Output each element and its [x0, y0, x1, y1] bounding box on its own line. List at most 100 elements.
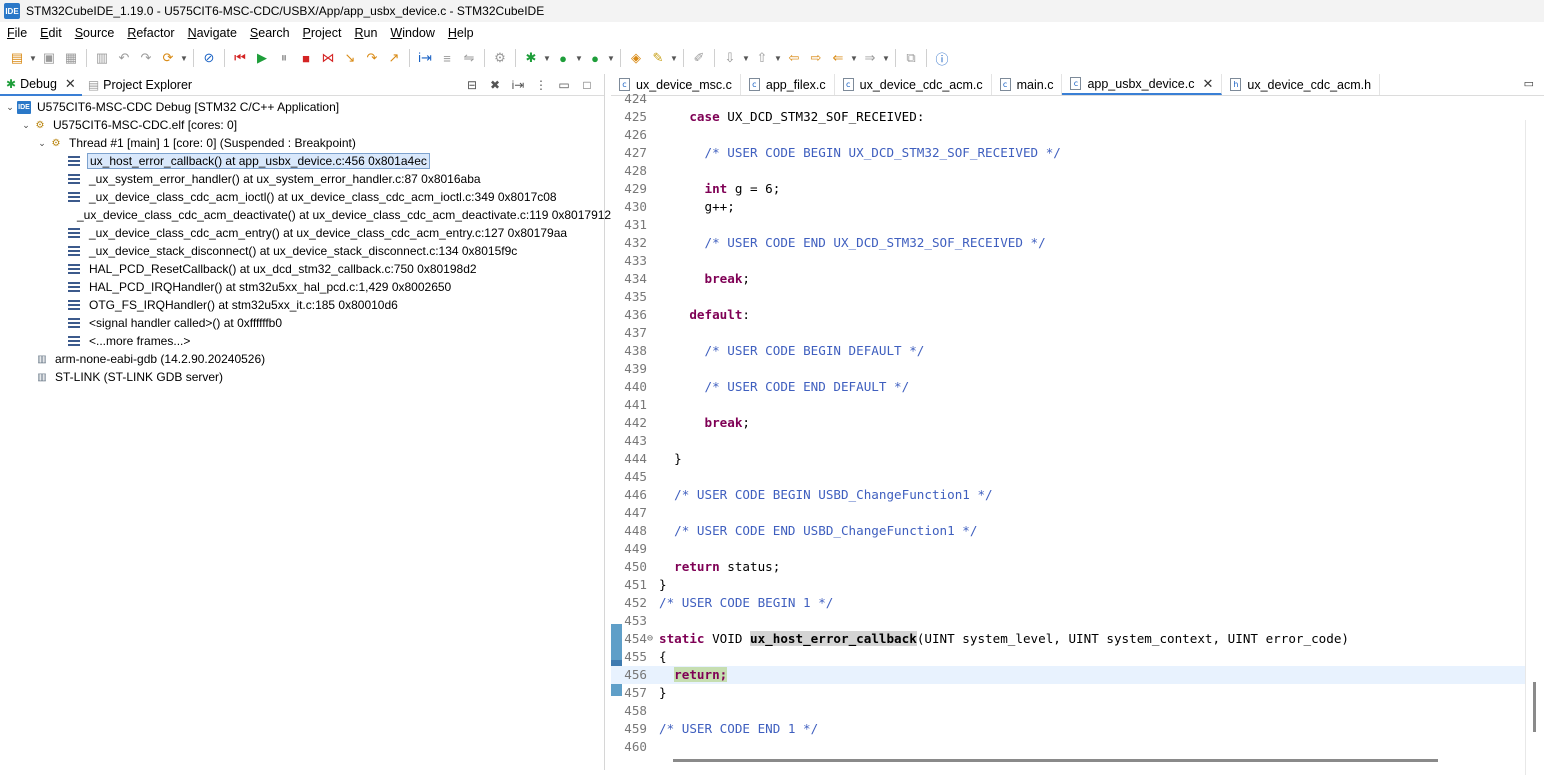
code-line[interactable]: 443 — [611, 432, 1526, 450]
build-icon[interactable]: ⟳ — [162, 50, 174, 65]
stack-frame-row[interactable]: _ux_device_class_cdc_acm_deactivate() at… — [0, 206, 611, 224]
tree-gdb[interactable]: ▥ arm-none-eabi-gdb (14.2.90.20240526) — [0, 350, 604, 368]
back-dropdown-icon[interactable]: ▼ — [850, 53, 858, 63]
code-line[interactable]: 424 — [611, 90, 1526, 108]
tab-app-filex[interactable]: c app_filex.c — [741, 74, 835, 95]
previous-annotation-dropdown-icon[interactable]: ▼ — [774, 53, 782, 63]
search-dropdown-icon[interactable]: ▼ — [670, 53, 678, 63]
terminate-icon[interactable]: ■ — [302, 50, 310, 66]
code-line[interactable]: 457} — [611, 684, 1526, 702]
tree-launch-config[interactable]: ⌄ IDE U575CIT6-MSC-CDC Debug [STM32 C/C+… — [0, 98, 604, 116]
stack-frame-row[interactable]: OTG_FS_IRQHandler() at stm32u5xx_it.c:18… — [0, 296, 604, 314]
code-line[interactable]: 425 case UX_DCD_STM32_SOF_RECEIVED: — [611, 108, 1526, 126]
menu-help[interactable]: Help — [447, 26, 474, 40]
code-line[interactable]: 432 /* USER CODE END UX_DCD_STM32_SOF_RE… — [611, 234, 1526, 252]
tab-ux-device-cdc-acm-c[interactable]: c ux_device_cdc_acm.c — [835, 74, 992, 95]
code-line[interactable]: 446 /* USER CODE BEGIN USBD_ChangeFuncti… — [611, 486, 1526, 504]
code-line[interactable]: 448 /* USER CODE END USBD_ChangeFunction… — [611, 522, 1526, 540]
stack-frame-row[interactable]: _ux_system_error_handler() at ux_system_… — [0, 170, 604, 188]
code-line[interactable]: 450 return status; — [611, 558, 1526, 576]
new-dropdown-icon[interactable]: ▼ — [29, 53, 37, 63]
code-line[interactable]: 454⊖static VOID ux_host_error_callback(U… — [611, 630, 1526, 648]
forward-edit-icon[interactable]: ⇨ — [810, 50, 822, 65]
previous-annotation-icon[interactable]: ⇧ — [756, 50, 768, 65]
step-over-icon[interactable]: ↷ — [366, 50, 378, 65]
minimize-icon[interactable]: ▭ — [1523, 78, 1534, 90]
menu-navigate[interactable]: Navigate — [187, 26, 237, 40]
stack-frame-row[interactable]: <signal handler called>() at 0xffffffb0 — [0, 314, 604, 332]
step-return-icon[interactable]: ↗ — [388, 50, 400, 65]
vertical-scrollbar[interactable] — [1533, 682, 1536, 732]
code-line[interactable]: 451} — [611, 576, 1526, 594]
search-icon[interactable]: ✎ — [652, 50, 664, 65]
code-line[interactable]: 453 — [611, 612, 1526, 630]
stack-frame-row[interactable]: HAL_PCD_ResetCallback() at ux_dcd_stm32_… — [0, 260, 604, 278]
code-line[interactable]: 459/* USER CODE END 1 */ — [611, 720, 1526, 738]
skip-breakpoints-icon[interactable]: ⊘ — [203, 50, 215, 65]
stack-frame-row[interactable]: HAL_PCD_IRQHandler() at stm32u5xx_hal_pc… — [0, 278, 604, 296]
code-line[interactable]: 436 default: — [611, 306, 1526, 324]
code-line[interactable]: 441 — [611, 396, 1526, 414]
resume-icon[interactable]: ▶ — [257, 50, 267, 65]
external-tools-icon[interactable]: ● — [591, 50, 599, 66]
instruction-step-mode-icon[interactable]: i⇥ — [511, 78, 525, 92]
fold-toggle-icon[interactable]: ⊖ — [647, 633, 654, 644]
expand-arrow-icon[interactable]: ⌄ — [6, 101, 14, 112]
code-line[interactable]: 428 — [611, 162, 1526, 180]
tree-thread[interactable]: ⌄ ⚙ Thread #1 [main] 1 [core: 0] (Suspen… — [0, 134, 604, 152]
save-all-icon[interactable]: ▦ — [64, 50, 78, 65]
view-menu-icon[interactable]: ⋮ — [535, 78, 547, 92]
code-line[interactable]: 455{ — [611, 648, 1526, 666]
code-line[interactable]: 458 — [611, 702, 1526, 720]
maximize-icon[interactable]: □ — [583, 78, 591, 92]
menu-refactor[interactable]: Refactor — [127, 26, 175, 40]
device-config-icon[interactable]: ⚙ — [494, 50, 506, 65]
debug-dropdown-icon[interactable]: ▼ — [543, 53, 551, 63]
code-line[interactable]: 434 break; — [611, 270, 1526, 288]
build-dropdown-icon[interactable]: ▼ — [180, 53, 188, 63]
code-line[interactable]: 431 — [611, 216, 1526, 234]
remove-terminated-icon[interactable]: ✖ — [489, 78, 501, 92]
tab-debug[interactable]: ✱ Debug ✕ — [0, 73, 82, 96]
undo-icon[interactable]: ↶ — [118, 50, 130, 65]
forward-icon[interactable]: ⇒ — [864, 50, 876, 65]
tab-app-usbx-device[interactable]: c app_usbx_device.c ✕ — [1062, 74, 1223, 95]
save-icon[interactable]: ▣ — [42, 50, 56, 65]
tab-ux-device-msc[interactable]: c ux_device_msc.c — [611, 74, 741, 95]
code-line[interactable]: 435 — [611, 288, 1526, 306]
back-icon[interactable]: ⇐ — [832, 50, 844, 65]
code-line[interactable]: 440 /* USER CODE END DEFAULT */ — [611, 378, 1526, 396]
open-perspective-icon[interactable]: ⧉ — [906, 50, 916, 65]
code-line[interactable]: 445 — [611, 468, 1526, 486]
minimize-icon[interactable]: ▭ — [558, 78, 570, 92]
forward-dropdown-icon[interactable]: ▼ — [882, 53, 890, 63]
reset-icon[interactable]: ⏮ — [234, 50, 246, 65]
new-icon[interactable]: ▤ — [10, 50, 24, 65]
tree-elf[interactable]: ⌄ ⚙ U575CIT6-MSC-CDC.elf [cores: 0] — [0, 116, 604, 134]
code-line[interactable]: 449 — [611, 540, 1526, 558]
next-annotation-icon[interactable]: ⇩ — [724, 50, 736, 65]
code-line[interactable]: 442 break; — [611, 414, 1526, 432]
menu-source[interactable]: Source — [74, 26, 115, 40]
run-dropdown-icon[interactable]: ▼ — [575, 53, 583, 63]
run-icon[interactable]: ● — [559, 50, 567, 66]
use-step-filters-icon[interactable]: ≡ — [443, 50, 451, 66]
build-config-icon[interactable]: ▥ — [95, 50, 109, 65]
suspend-icon[interactable]: ⏸ — [280, 50, 288, 65]
last-edit-location-icon[interactable]: ⇦ — [788, 50, 800, 65]
code-line[interactable]: 427 /* USER CODE BEGIN UX_DCD_STM32_SOF_… — [611, 144, 1526, 162]
close-icon[interactable]: ✕ — [64, 75, 76, 91]
tab-project-explorer[interactable]: ▤ Project Explorer — [82, 74, 198, 96]
horizontal-scrollbar[interactable] — [673, 759, 1438, 762]
tab-main[interactable]: c main.c — [992, 74, 1063, 95]
menu-project[interactable]: Project — [302, 26, 342, 40]
code-line[interactable]: 460 — [611, 738, 1526, 756]
menu-edit[interactable]: Edit — [40, 26, 62, 40]
code-line[interactable]: 456 return; — [611, 666, 1526, 684]
code-line[interactable]: 439 — [611, 360, 1526, 378]
next-annotation-dropdown-icon[interactable]: ▼ — [742, 53, 750, 63]
code-line[interactable]: 447 — [611, 504, 1526, 522]
code-line[interactable]: 429 int g = 6; — [611, 180, 1526, 198]
code-line[interactable]: 430 g++; — [611, 198, 1526, 216]
